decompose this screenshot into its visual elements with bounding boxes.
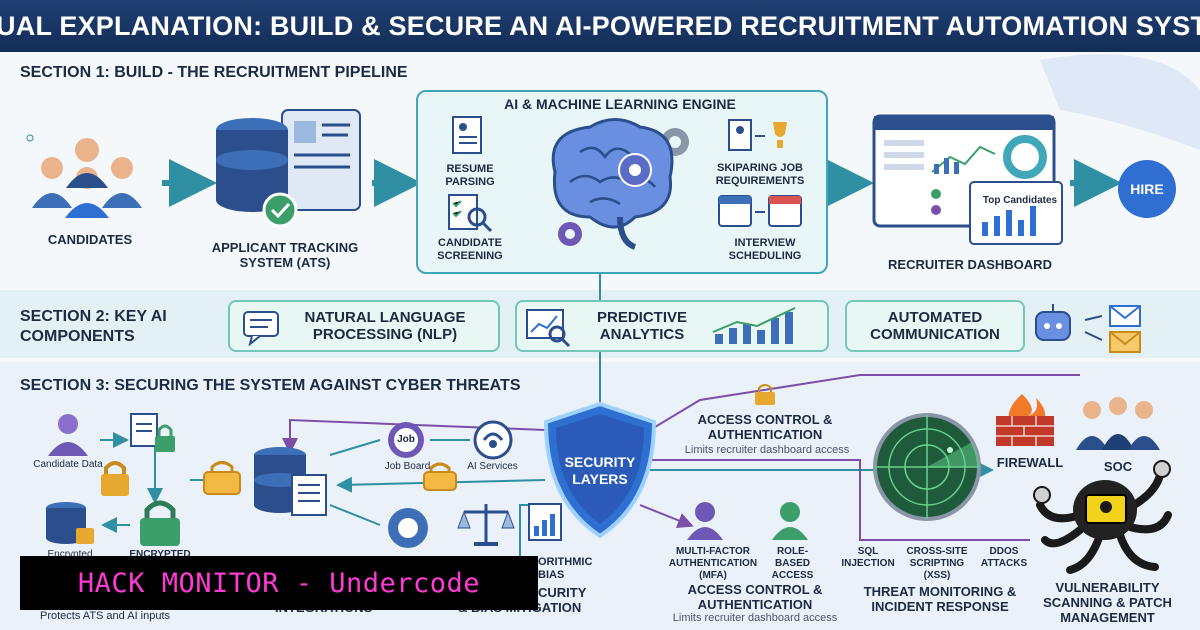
page-title: VISUAL EXPLANATION: BUILD & SECURE AN AI… <box>0 0 1200 52</box>
ai-services-icon <box>473 420 513 460</box>
access-control-bottom-label: ACCESS CONTROL & AUTHENTICATION <box>687 582 823 612</box>
nlp-card: NATURAL LANGUAGE PROCESSING (NLP) <box>228 300 500 352</box>
central-db-icon <box>254 447 327 516</box>
candidate-screening-label: CANDIDATE SCREENING <box>437 237 503 262</box>
lock-small-icon <box>755 384 775 405</box>
resume-parsing-label: RESUME PARSING <box>445 163 495 188</box>
mfa-user-icon <box>687 502 723 540</box>
mfa-label: MULTI-FACTOR AUTHENTICATION (MFA) <box>668 546 758 581</box>
green-lock-icon <box>140 500 180 546</box>
analytics-magnifier-icon <box>526 309 571 348</box>
document-lock-icon <box>130 413 175 452</box>
integration-gear-icon <box>388 508 428 548</box>
nlp-label: NATURAL LANGUAGE PROCESSING (NLP) <box>304 309 466 343</box>
octopus-mascot-icon <box>1033 460 1172 574</box>
ai-services-label: AI Services <box>467 461 518 472</box>
encrypted-a-label: Encrypted <box>47 549 93 560</box>
candidate-user-icon <box>48 414 88 456</box>
chatbot-mail-icon <box>1035 304 1141 353</box>
rbac-label: ROLE-BASED ACCESS <box>771 546 814 581</box>
hire-badge: HIRE <box>1118 160 1176 218</box>
hack-monitor-watermark: HACK MONITOR - Undercode <box>20 556 538 610</box>
ai-engine-title: AI & MACHINE LEARNING ENGINE <box>504 96 736 112</box>
dashboard-screen-icon <box>872 114 1063 245</box>
predictive-label: PREDICTIVE ANALYTICS <box>596 309 687 343</box>
candidates-icon <box>26 134 142 218</box>
candidate-data-label: Candidate Data <box>33 459 103 470</box>
ats-label: APPLICANT TRACKING SYSTEM (ATS) <box>211 240 359 270</box>
algorithmic-bias-label: ORITHMIC BIAS <box>538 556 593 581</box>
orange-lock-icon <box>203 461 241 495</box>
soc-label: SOC <box>1103 459 1133 474</box>
access-control-top-sub: Limits recruiter dashboard access <box>684 444 850 456</box>
encrypted-b-label: ENCRYPTED <box>129 549 191 560</box>
access-control-bottom-sub: Limits recruiter dashboard access <box>672 612 838 624</box>
section-3-title: SECTION 3: SECURING THE SYSTEM AGAINST C… <box>20 377 521 394</box>
firewall-icon <box>996 394 1054 446</box>
access-control-top-label: ACCESS CONTROL & AUTHENTICATION <box>697 412 833 442</box>
calendar-icon <box>718 195 802 227</box>
resume-doc-icon <box>452 116 482 154</box>
padlock-icon <box>101 461 129 496</box>
orange-lock-icon-2 <box>423 462 457 491</box>
predictive-card: PREDICTIVE ANALYTICS <box>515 300 829 352</box>
chart-doc-icon <box>528 503 562 541</box>
firewall-label: FIREWALL <box>996 455 1064 470</box>
section-1-title: SECTION 1: BUILD - THE RECRUITMENT PIPEL… <box>20 64 408 81</box>
radar-icon <box>873 413 981 521</box>
ats-database-icon <box>216 109 361 228</box>
encrypted-db-icon <box>46 502 94 544</box>
sql-injection-label: SQL INJECTION <box>841 546 895 569</box>
protects-label: Protects ATS and AI inputs <box>40 610 171 622</box>
rbac-user-icon <box>772 502 808 540</box>
security-shield-icon <box>543 401 657 539</box>
screening-magnifier-icon <box>448 194 493 233</box>
chat-bubble-icon <box>243 311 279 346</box>
communication-card: AUTOMATED COMMUNICATION <box>845 300 1025 352</box>
watermark-text: HACK MONITOR - Undercode <box>77 567 481 599</box>
brain-gear-icon <box>551 118 689 250</box>
dashboard-label: RECRUITER DASHBOARD <box>888 257 1052 272</box>
communication-label: AUTOMATED COMMUNICATION <box>870 309 1000 343</box>
job-text: Job <box>397 434 415 445</box>
comparing-label: SKIPARING JOB REQUIREMENTS <box>715 162 805 187</box>
top-candidates-label: Top Candidates <box>982 195 1058 206</box>
job-board-label: Job Board <box>384 461 431 472</box>
bar-chart-icon <box>712 307 796 344</box>
vulnerability-label: VULNERABILITY SCANNING & PATCH MANAGEMEN… <box>1043 580 1172 625</box>
threat-monitoring-label: THREAT MONITORING & INCIDENT RESPONSE <box>863 584 1017 614</box>
comparing-icon <box>728 119 787 151</box>
candidates-label: CANDIDATES <box>47 232 133 247</box>
xss-label: CROSS-SITE SCRIPTING (XSS) <box>906 546 968 581</box>
soc-team-icon <box>1076 397 1160 450</box>
security-layers-label: SECURITY LAYERS <box>564 454 636 487</box>
interview-label: INTERVIEW SCHEDULING <box>728 237 802 262</box>
security-fragment-label: CURITY <box>538 585 587 600</box>
ddos-label: DDOS ATTACKS <box>980 546 1028 569</box>
section-2-title: SECTION 2: KEY AI COMPONENTS <box>20 308 167 345</box>
balance-scale-icon <box>457 504 515 546</box>
job-gear-icon <box>388 422 424 458</box>
